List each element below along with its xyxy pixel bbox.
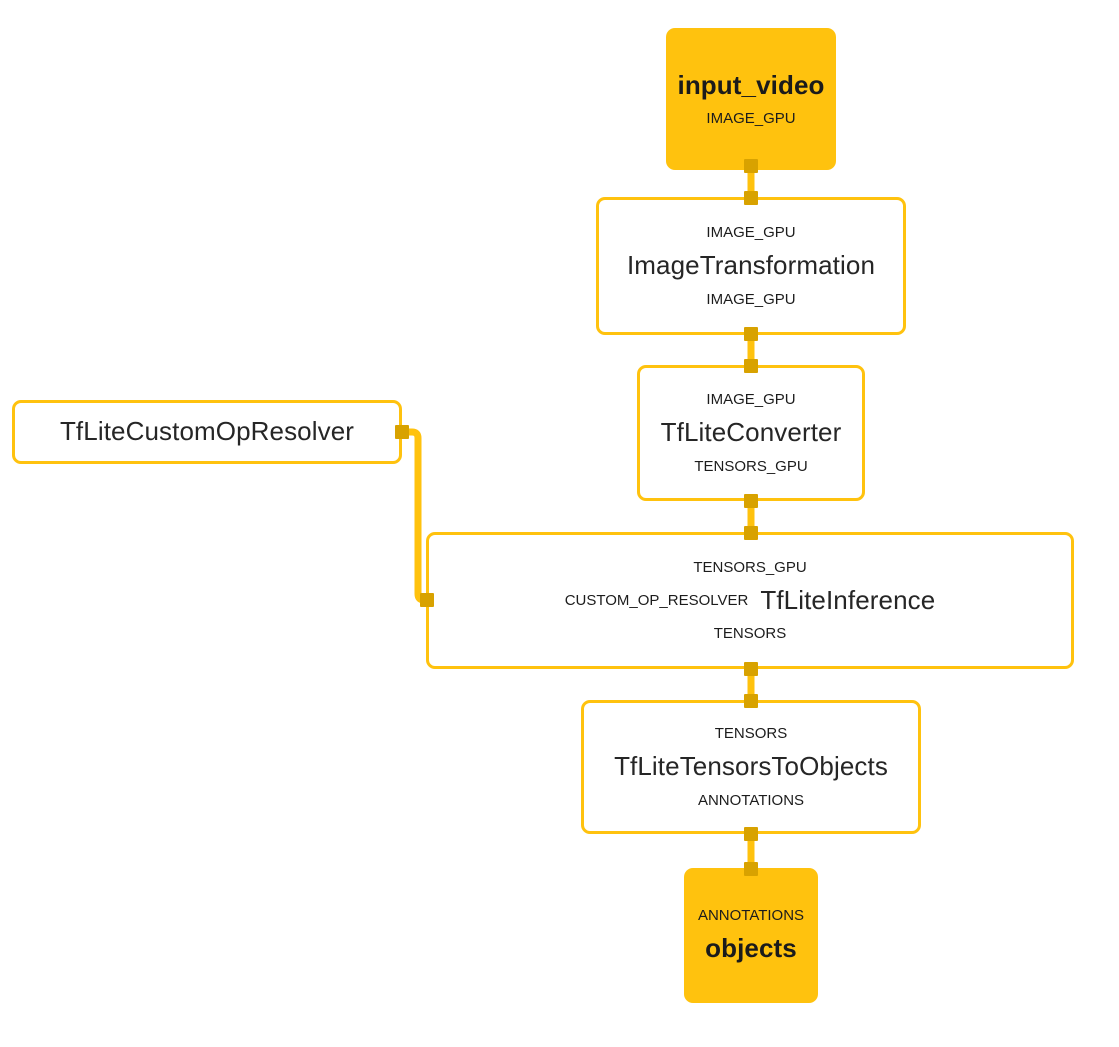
port-marker-tflite-inference-in[interactable]: [744, 526, 758, 540]
node-title: TfLiteCustomOpResolver: [59, 416, 355, 447]
output-port-label: TENSORS: [713, 625, 787, 643]
input-port-label: TENSORS_GPU: [693, 558, 807, 576]
port-marker-image-transformation-out[interactable]: [744, 327, 758, 341]
node-title: input_video: [677, 69, 825, 100]
node-title: ImageTransformation: [626, 250, 876, 281]
node-image-transformation[interactable]: IMAGE_GPU ImageTransformation IMAGE_GPU: [596, 197, 906, 335]
output-port-label: IMAGE_GPU: [706, 110, 796, 128]
port-marker-input-video-out[interactable]: [744, 159, 758, 173]
output-port-label: TENSORS_GPU: [694, 457, 808, 475]
input-port-label: ANNOTATIONS: [697, 907, 805, 925]
port-marker-objects-in[interactable]: [744, 862, 758, 876]
node-objects[interactable]: ANNOTATIONS objects: [684, 868, 818, 1003]
port-marker-tflite-converter-in[interactable]: [744, 359, 758, 373]
node-title: TfLiteInference: [760, 584, 936, 615]
node-tflite-inference[interactable]: TENSORS_GPU CUSTOM_OP_RESOLVER TfLiteInf…: [426, 532, 1074, 669]
side-input-port-label: CUSTOM_OP_RESOLVER: [564, 591, 749, 609]
port-marker-image-transformation-in[interactable]: [744, 191, 758, 205]
output-port-label: IMAGE_GPU: [706, 290, 796, 308]
node-tflite-converter[interactable]: IMAGE_GPU TfLiteConverter TENSORS_GPU: [637, 365, 865, 501]
input-port-label: TENSORS: [714, 725, 788, 743]
port-marker-tflite-tensors-to-objects-out[interactable]: [744, 827, 758, 841]
port-marker-tflite-inference-out[interactable]: [744, 662, 758, 676]
output-port-label: ANNOTATIONS: [697, 791, 805, 809]
port-marker-tflite-tensors-to-objects-in[interactable]: [744, 694, 758, 708]
input-port-label: IMAGE_GPU: [706, 391, 796, 409]
node-title: TfLiteConverter: [660, 417, 842, 448]
port-marker-tflite-custom-op-resolver-out[interactable]: [395, 425, 409, 439]
input-port-label: IMAGE_GPU: [706, 224, 796, 242]
node-tflite-tensors-to-objects[interactable]: TENSORS TfLiteTensorsToObjects ANNOTATIO…: [581, 700, 921, 834]
node-title: TfLiteTensorsToObjects: [614, 751, 888, 782]
port-marker-tflite-converter-out[interactable]: [744, 494, 758, 508]
port-marker-tflite-inference-side-in[interactable]: [420, 593, 434, 607]
node-tflite-custom-op-resolver[interactable]: TfLiteCustomOpResolver: [12, 400, 402, 464]
node-title-row: CUSTOM_OP_RESOLVER TfLiteInference: [564, 584, 936, 615]
node-title: objects: [705, 933, 797, 964]
node-input-video[interactable]: input_video IMAGE_GPU: [666, 28, 836, 170]
